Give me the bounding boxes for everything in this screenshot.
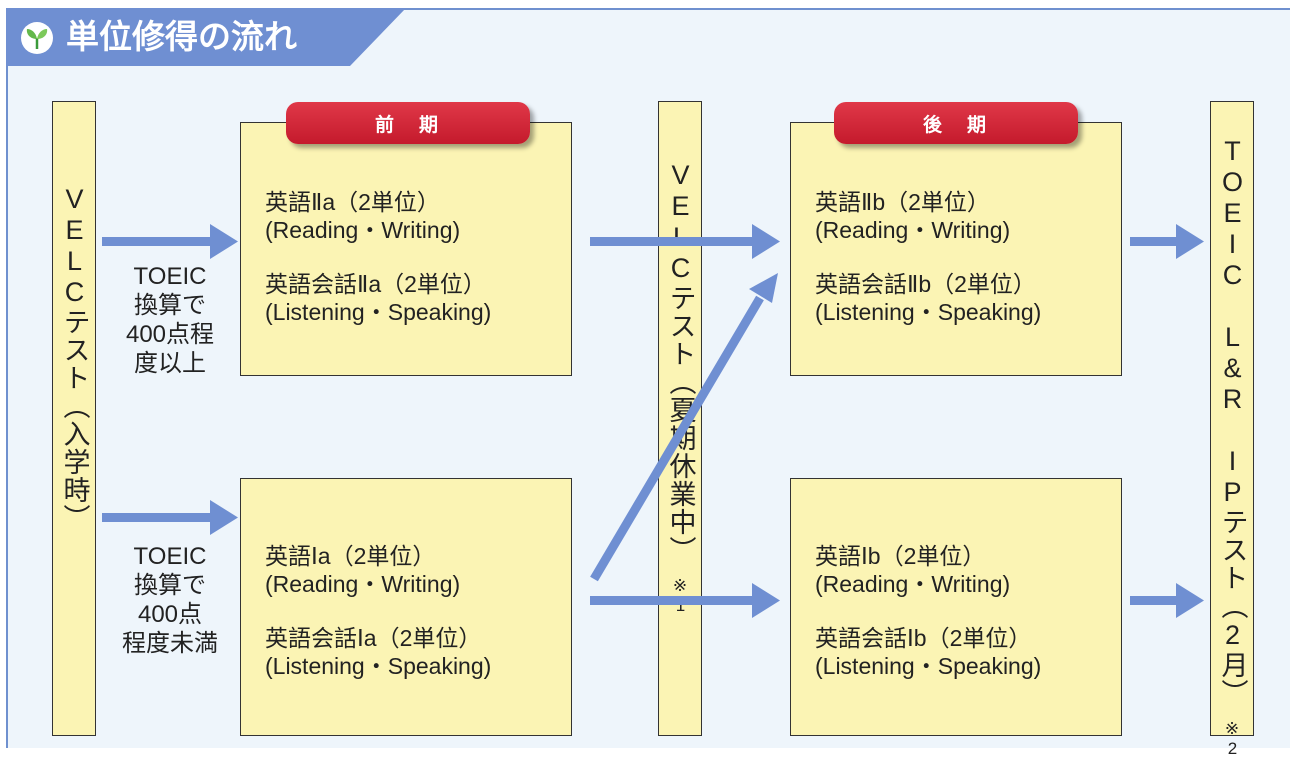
course-line: 英語会話Ⅰb（2単位） bbox=[815, 625, 1032, 651]
toeic-ip-test-label: TOEIC L&R IPテスト（2月） bbox=[1217, 136, 1248, 707]
toeic-threshold-line: 400点程 bbox=[125, 321, 215, 348]
period-label-kouki: 後 期 bbox=[834, 102, 1078, 144]
frame-top-border bbox=[400, 8, 1290, 10]
course-line: (Reading・Writing) bbox=[815, 571, 1011, 597]
toeic-threshold-line: 度以上 bbox=[134, 350, 206, 377]
course-line: (Reading・Writing) bbox=[815, 217, 1011, 243]
velc-summer-test-note: ※1 bbox=[671, 576, 690, 615]
course-box-kouki-lower: 英語Ⅰb（2単位） (Reading・Writing) 英語会話Ⅰb（2単位） … bbox=[790, 478, 1122, 736]
course-line: 英語Ⅱa（2単位） bbox=[265, 189, 440, 215]
velc-entrance-test-label: VELCテスト（入学時） bbox=[59, 184, 90, 532]
course-line: 英語Ⅱb（2単位） bbox=[815, 189, 990, 215]
velc-summer-test-bar: VELCテスト（夏期休業中） ※1 bbox=[658, 101, 702, 736]
sprout-icon bbox=[21, 22, 53, 54]
course-line: (Listening・Speaking) bbox=[815, 653, 1042, 679]
title-tab bbox=[6, 8, 406, 66]
period-label-zenki: 前 期 bbox=[286, 102, 530, 144]
page-title: 単位修得の流れ bbox=[66, 17, 297, 56]
toeic-ip-test-bar: TOEIC L&R IPテスト（2月） ※2 bbox=[1210, 101, 1254, 758]
toeic-threshold-lower: TOEIC 換算で 400点 程度未満 bbox=[104, 542, 236, 658]
toeic-threshold-line: TOEIC bbox=[133, 543, 207, 570]
velc-summer-test-label: VELCテスト（夏期休業中） bbox=[665, 160, 696, 564]
toeic-threshold-upper: TOEIC 換算で 400点程 度以上 bbox=[104, 262, 236, 378]
course-box-kouki-upper: 英語Ⅱb（2単位） (Reading・Writing) 英語会話Ⅱb（2単位） … bbox=[790, 122, 1122, 376]
course-box-zenki-upper: 英語Ⅱa（2単位） (Reading・Writing) 英語会話Ⅱa（2単位） … bbox=[240, 122, 572, 376]
course-line: (Reading・Writing) bbox=[265, 217, 461, 243]
course-line: 英語会話Ⅱb（2単位） bbox=[815, 271, 1036, 297]
frame-left-border bbox=[6, 8, 8, 748]
course-line: (Listening・Speaking) bbox=[815, 299, 1042, 325]
course-line: (Reading・Writing) bbox=[265, 571, 461, 597]
toeic-threshold-line: 換算で bbox=[134, 292, 206, 319]
course-line: 英語Ⅰb（2単位） bbox=[815, 543, 986, 569]
course-box-zenki-lower: 英語Ⅰa（2単位） (Reading・Writing) 英語会話Ⅰa（2単位） … bbox=[240, 478, 572, 736]
course-line: (Listening・Speaking) bbox=[265, 653, 492, 679]
velc-entrance-test-bar: VELCテスト（入学時） bbox=[52, 101, 96, 736]
course-line: 英語会話Ⅱa（2単位） bbox=[265, 271, 486, 297]
course-line: (Listening・Speaking) bbox=[265, 299, 492, 325]
toeic-ip-test-note: ※2 bbox=[1223, 719, 1242, 758]
toeic-threshold-line: 換算で bbox=[134, 572, 206, 599]
toeic-threshold-line: 400点 bbox=[137, 601, 203, 628]
course-line: 英語会話Ⅰa（2単位） bbox=[265, 625, 482, 651]
course-line: 英語Ⅰa（2単位） bbox=[265, 543, 436, 569]
toeic-threshold-line: TOEIC bbox=[133, 263, 207, 290]
toeic-threshold-line: 程度未満 bbox=[122, 630, 218, 657]
